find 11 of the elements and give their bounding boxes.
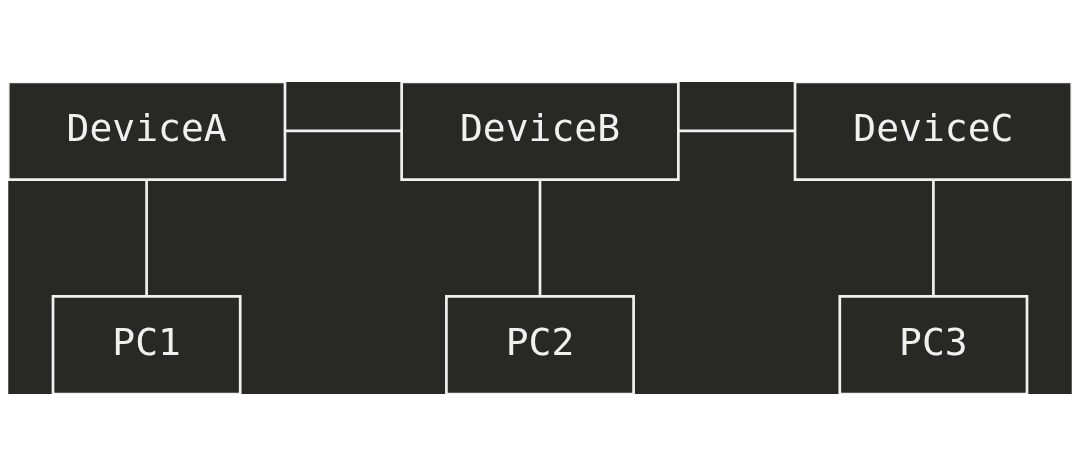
connector xyxy=(932,179,935,297)
node-box: PC2 xyxy=(445,294,635,394)
node-box: DeviceC xyxy=(793,82,1072,182)
connector xyxy=(679,129,795,133)
connector xyxy=(285,129,401,133)
connector xyxy=(538,179,542,297)
node-box: PC3 xyxy=(838,294,1029,394)
node-box: PC1 xyxy=(51,294,242,394)
node-box: DeviceA xyxy=(8,82,287,182)
node-box: DeviceB xyxy=(400,82,680,182)
connector xyxy=(145,179,148,297)
